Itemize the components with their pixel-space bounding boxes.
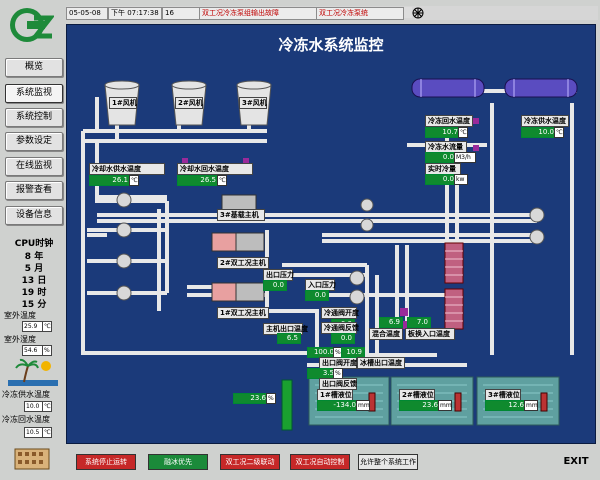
chw-return-temp-unit: ℃ [458, 127, 468, 138]
chw-flow-value: 0.0 [425, 152, 457, 163]
sidebar-item-parameter-settings[interactable]: 参数设定 [5, 132, 63, 151]
page-title: 冷冻水系统监控 [278, 36, 384, 54]
ice-volume-unit: % [266, 393, 276, 404]
sidebar-item-online-monitor[interactable]: 在线监视 [5, 157, 63, 176]
ice-volume-value: 23.6 [233, 393, 269, 404]
cpu-hour: 19 时 [21, 288, 47, 298]
return-temp-label: 冷冻回水温度 [2, 415, 50, 424]
cpu-minute: 15 分 [21, 300, 47, 310]
allow-system-work-button[interactable]: 允许整个系统工作 [358, 454, 418, 470]
cooling-return-temp-unit: ℃ [217, 175, 227, 186]
chiller-2-label[interactable]: 2#双工况主机 [217, 257, 269, 269]
mix-temp-label: 混合温度 [369, 328, 403, 340]
fan-2-label[interactable]: 2#风机 [175, 97, 203, 109]
outdoor-humidity-unit: % [42, 345, 52, 356]
exit-button[interactable]: EXIT [562, 452, 590, 468]
outlet-pressure-value: 0.0 [263, 280, 287, 291]
tank-outlet-temp-label: 冰槽出口温度 [357, 357, 405, 369]
chw-supply-temp-unit: ℃ [554, 127, 564, 138]
chw-supply-temp-label: 冷冻供水温度 [521, 115, 569, 127]
cooling-supply-temp-label: 冷却水供水温度 [89, 163, 165, 175]
tank-1-level-value: -134.0 [317, 400, 359, 411]
system-monitor-panel: 冷冻水系统监控 [66, 24, 596, 444]
outdoor-temp-label: 室外温度 [4, 311, 36, 320]
chw-flow-unit: M3/h [454, 152, 476, 163]
cpu-month: 5 月 [24, 264, 44, 274]
outdoor-temp-unit: ℃ [42, 321, 52, 332]
chw-return-temp-value: 10.7 [425, 127, 461, 138]
building-icon[interactable] [14, 446, 50, 470]
supply-temp-value: 10.0 [24, 401, 44, 412]
sidebar-item-alarm-view[interactable]: 报警查看 [5, 181, 63, 200]
cpu-clock-label: CPU时钟 [14, 239, 54, 249]
tank-3-level-value: 12.6 [485, 400, 527, 411]
sidebar-item-device-info[interactable]: 设备信息 [5, 206, 63, 225]
cooling-return-temp-label: 冷却水回水温度 [177, 163, 253, 175]
return-temp-unit: ℃ [42, 427, 52, 438]
sidebar-item-overview[interactable]: 概览 [5, 58, 63, 77]
company-logo [8, 6, 56, 44]
sidebar-item-system-control[interactable]: 系统控制 [5, 108, 63, 127]
alarm-icon[interactable] [412, 7, 424, 19]
outdoor-temp-value: 25.9 [22, 321, 44, 332]
cpu-day: 13 日 [21, 276, 47, 286]
alarm-date: 05-05-08 [66, 7, 108, 20]
alarm-message[interactable]: 双工况冷冻泵组输出故障 [199, 7, 317, 20]
inlet-pressure-value: 0.0 [305, 290, 329, 301]
chiller-1-label[interactable]: 1#双工况主机 [217, 307, 269, 319]
system-stop-button[interactable]: 系统停止运转 [76, 454, 136, 470]
alarm-count: 16 [162, 7, 200, 20]
mix-temp-value: 6.9 [379, 317, 403, 328]
sidebar-item-system-monitor[interactable]: 系统监视 [5, 84, 63, 103]
cooling-return-temp-value: 26.5 [177, 175, 219, 186]
hx-inlet-temp-label: 板换入口温度 [405, 328, 455, 340]
alarm-message-2[interactable]: 双工况冷冻泵统 [316, 7, 404, 20]
dual-condition-auto-button[interactable]: 双工况自动控制 [290, 454, 350, 470]
chw-return-temp-label: 冷冻回水温度 [425, 115, 473, 127]
dual-condition-linkage-button[interactable]: 双工况二级联动 [220, 454, 280, 470]
supply-temp-unit: ℃ [42, 401, 52, 412]
cooling-supply-temp-unit: ℃ [129, 175, 139, 186]
alarm-time: 下午 07:17:38 [108, 7, 162, 20]
cpu-year: 8 年 [24, 252, 44, 262]
return-temp-value: 10.5 [24, 427, 44, 438]
exit-label: EXIT [563, 456, 588, 467]
hx-inlet-temp-value: 7.0 [407, 317, 431, 328]
outdoor-humidity-value: 54.6 [22, 345, 44, 356]
cold-valve-feedback-value: 0.0 [331, 333, 355, 344]
tank-3-level-unit: mm [524, 400, 538, 411]
tank-2-level-value: 23.6 [399, 400, 441, 411]
cooling-supply-temp-value: 26.1 [89, 175, 131, 186]
tank-2-level-unit: mm [438, 400, 452, 411]
fan-1-label[interactable]: 1#风机 [109, 97, 137, 109]
realtime-cold-unit: kw [454, 174, 468, 185]
supply-temp-label: 冷冻供水温度 [2, 390, 50, 399]
ice-melt-priority-button[interactable]: 融冰优先 [148, 454, 208, 470]
fan-3-label[interactable]: 3#风机 [239, 97, 267, 109]
tank-outlet-temp-value: 10.9 [341, 347, 365, 358]
host-outlet-temp-value: 6.5 [277, 333, 301, 344]
cold-valve-open-label: 冷通阀开度 [321, 307, 359, 319]
realtime-cold-value: 0.0 [425, 174, 457, 185]
tank-1-level-unit: mm [356, 400, 370, 411]
palm-tree-icon [8, 358, 58, 386]
outdoor-humidity-label: 室外湿度 [4, 335, 36, 344]
alarm-bar: 05-05-08 下午 07:17:38 16 双工况冷冻泵组输出故障 双工况冷… [66, 6, 598, 20]
chw-supply-temp-value: 10.0 [521, 127, 557, 138]
chiller-3-label[interactable]: 3#基载主机 [217, 209, 265, 221]
